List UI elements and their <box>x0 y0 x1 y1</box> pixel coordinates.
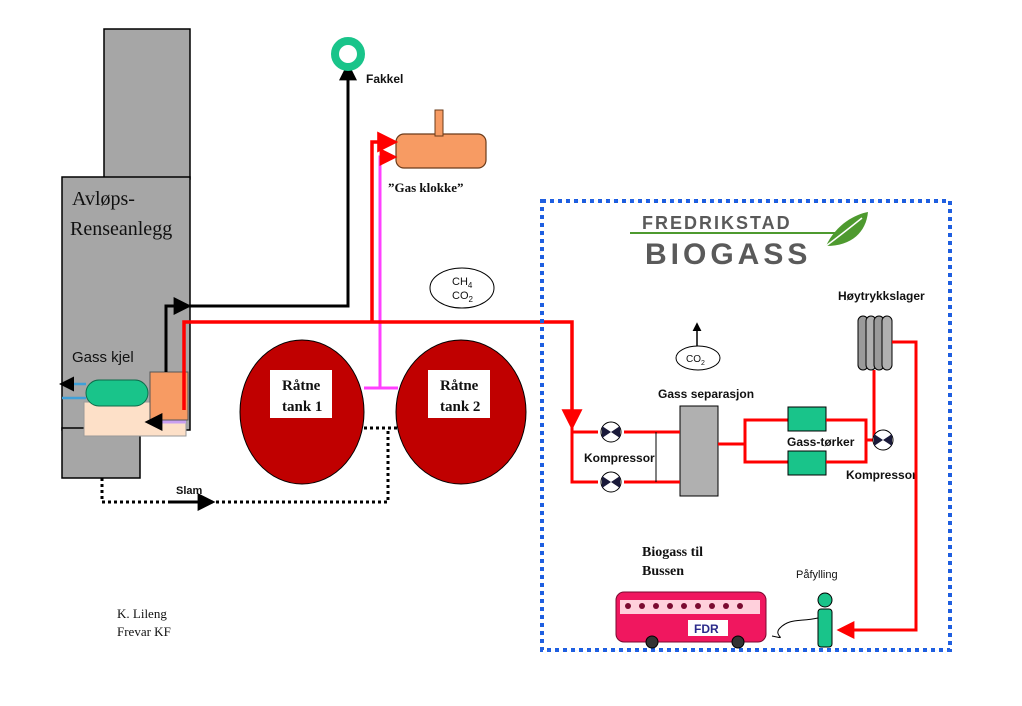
plant-tower <box>103 28 191 180</box>
logo-bottom-text: BIOGASS <box>645 238 811 271</box>
gas-composition-bubble: CH4 CO2 <box>429 267 495 309</box>
sludge-label: Slam <box>176 485 203 497</box>
flare-pipe <box>164 62 357 372</box>
lower-compressor-icon <box>600 471 622 493</box>
pipe-to-upper-compressor <box>570 426 598 434</box>
author-credit: K. Lileng Frevar KF <box>117 606 171 639</box>
leaf-vein <box>825 217 863 247</box>
flare-ring <box>331 37 365 71</box>
gas-separation-unit: Gass separasjon <box>658 387 754 497</box>
co2-ellipse <box>675 345 721 371</box>
gas-holder-label: ”Gas klokke” <box>388 180 464 195</box>
storage-label: Høytrykkslager <box>838 289 925 303</box>
upper-compressor-icon <box>600 421 622 443</box>
flare-line: Fakkel <box>164 37 403 372</box>
pipe-separator-to-dryer-lower <box>743 444 790 464</box>
compressor-right-label: Kompressor <box>846 468 917 482</box>
bus-caption-line1: Biogass til <box>642 545 703 560</box>
digester-1-label-line1: Råtne <box>282 378 321 394</box>
plant-title-line2: Renseanlegg <box>70 218 172 240</box>
dryer-label: Gass-tørker <box>787 435 855 449</box>
logo-top-text: FREDRIKSTAD <box>642 213 792 233</box>
dryer-lower <box>787 450 827 476</box>
digester-2-label-line2: tank 2 <box>440 399 480 415</box>
digester-2-label-line1: Råtne <box>440 378 479 394</box>
sludge-pipe <box>100 430 390 504</box>
digester-1-label-box <box>270 370 332 418</box>
fueling-station-icon <box>817 592 833 648</box>
flare-label: Fakkel <box>366 72 403 86</box>
dryer-upper <box>787 406 827 432</box>
pipe-to-lower-compressor <box>570 432 598 484</box>
co2-composition-label: CO2 <box>452 290 474 304</box>
gas-holder-vent <box>434 109 444 137</box>
left-compressors: Kompressor <box>570 421 680 493</box>
ch4-label: CH4 <box>452 276 473 290</box>
bus-fueling: Biogass til Bussen Påfylling FDR <box>615 545 838 649</box>
red-pipe-main <box>182 320 583 431</box>
pipe-storage-to-fueling <box>836 340 918 639</box>
bus-logo-text: FDR <box>694 622 719 636</box>
compressor-left-label: Kompressor <box>584 451 655 465</box>
sludge-line: Slam <box>100 430 390 511</box>
high-pressure-section: Kompressor Høytrykkslager <box>836 289 925 639</box>
bus-caption-line2: Bussen <box>642 564 684 579</box>
gas-composition-ellipse <box>429 267 495 309</box>
separation-column <box>679 405 719 497</box>
fueling-label: Påfylling <box>796 569 838 581</box>
red-pipe-holder <box>370 131 399 322</box>
upgrading-plant-frame <box>540 199 952 652</box>
bus-icon: FDR <box>615 591 767 649</box>
gas-holder: ”Gas klokke” <box>388 109 487 195</box>
boiler-label: Gass kjel <box>72 349 134 366</box>
boiler-burner <box>149 371 189 421</box>
co2-release: CO2 <box>675 322 721 371</box>
plant-title-line1: Avløps- <box>72 188 135 210</box>
pipe-separator-to-dryers <box>718 418 790 446</box>
treatment-plant: Avløps- Renseanlegg Gass kjel <box>59 28 191 479</box>
boiler-cylinder <box>85 379 149 407</box>
author-name: K. Lileng <box>117 606 167 621</box>
red-gas-line <box>182 131 583 431</box>
separation-label: Gass separasjon <box>658 387 754 401</box>
gas-dryers: Gass-tørker <box>718 406 868 476</box>
biogas-feed-line <box>364 148 398 390</box>
storage-cylinders-icon <box>857 315 893 371</box>
digester-1-label-line2: tank 1 <box>282 399 322 415</box>
co2-label: CO2 <box>686 354 705 367</box>
gas-holder-tank <box>395 133 487 169</box>
author-org: Frevar KF <box>117 624 171 639</box>
digester-2-label-box <box>428 370 490 418</box>
fueling-hose <box>771 617 819 639</box>
fredrikstad-biogass-logo: FREDRIKSTAD BIOGASS <box>630 212 868 271</box>
right-compressor-icon <box>872 429 894 451</box>
digesters: Råtne tank 1 Råtne tank 2 <box>239 339 527 485</box>
